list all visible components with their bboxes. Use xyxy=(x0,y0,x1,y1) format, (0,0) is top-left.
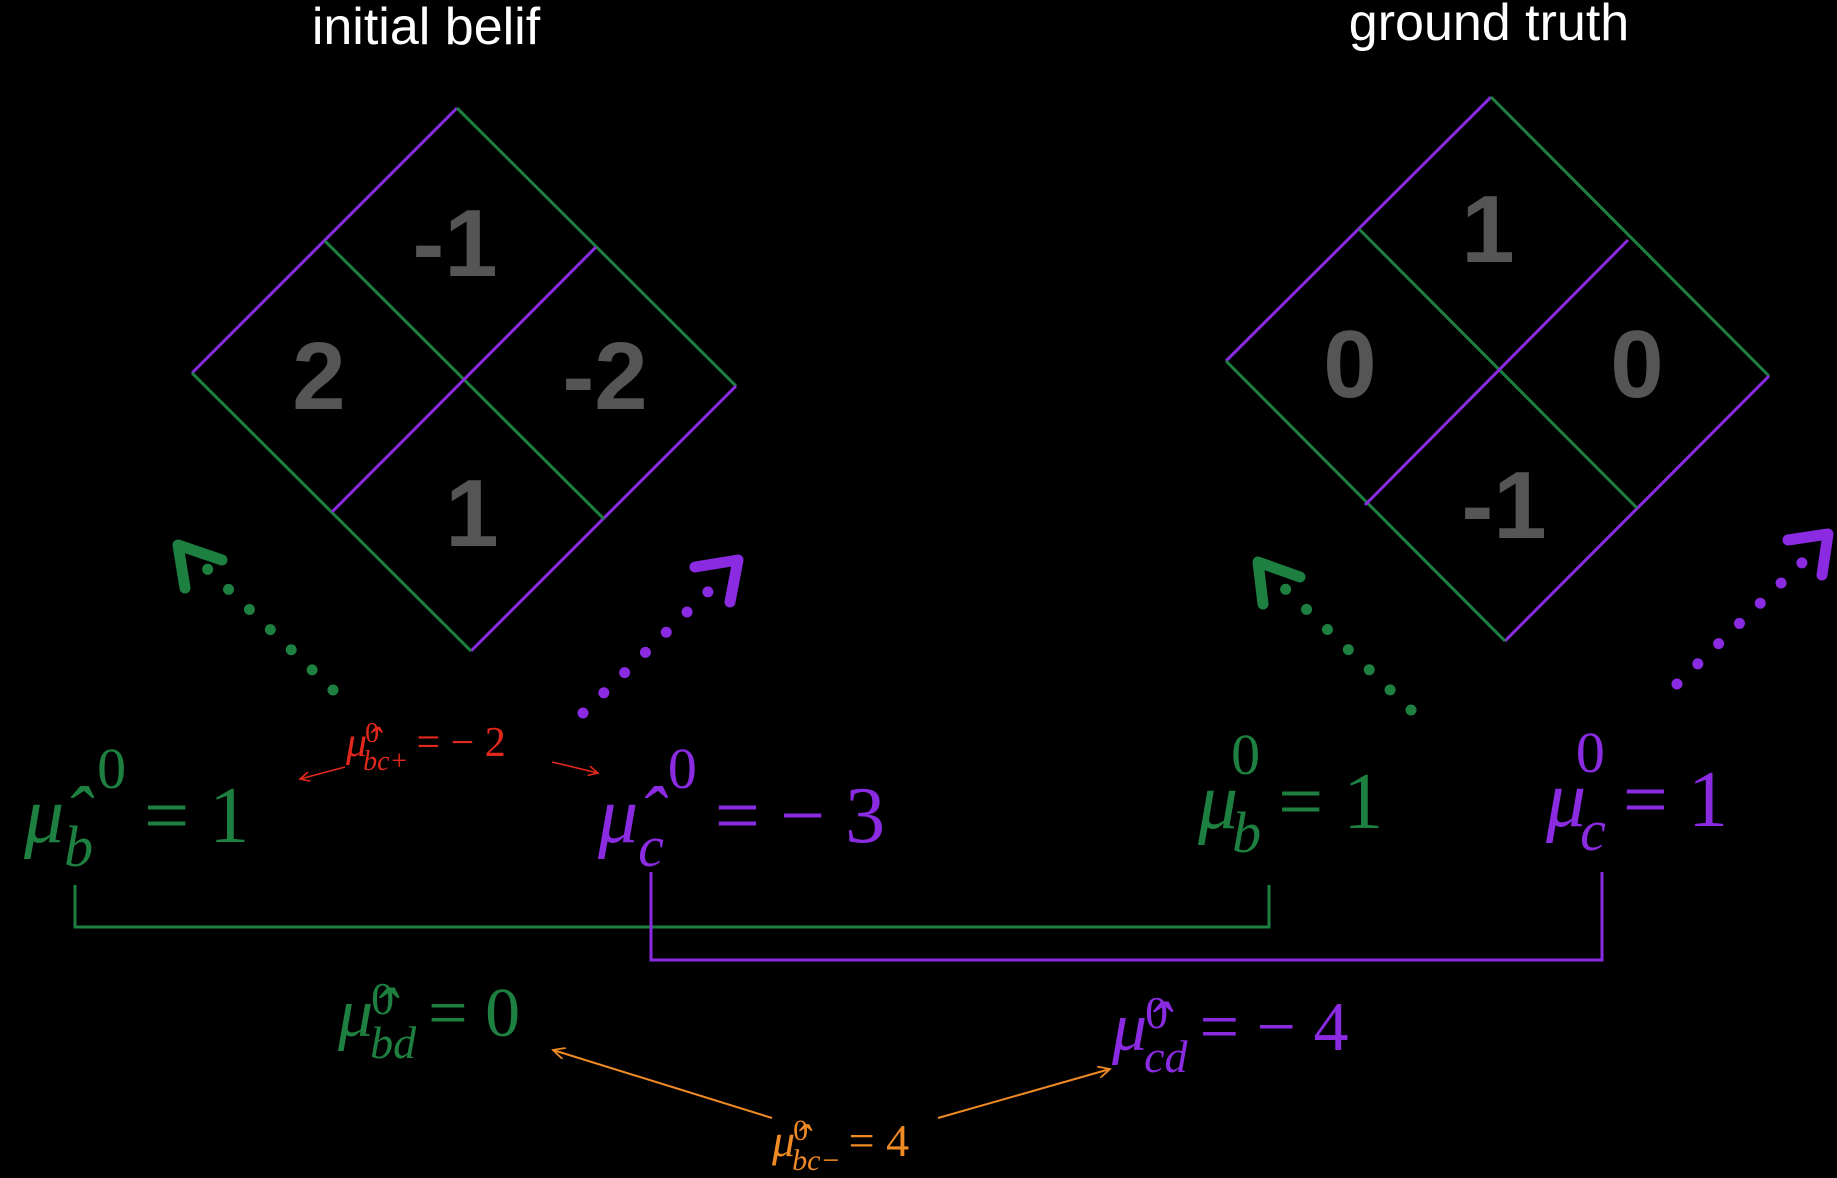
eq-base: μ xyxy=(1197,758,1238,846)
eq-sup: 0 xyxy=(668,736,697,801)
eq-rhs: = 4 xyxy=(849,1115,909,1166)
eq-rhs: = 0 xyxy=(428,975,520,1052)
cell-bottom: -1 xyxy=(1461,452,1546,559)
grid-edge-bottom-left xyxy=(190,371,473,653)
eq-sup: 0 xyxy=(1576,720,1605,785)
orange-arrow-right xyxy=(937,1069,1110,1119)
dotted-arrow-green-right xyxy=(1252,556,1417,716)
grid-edge-bottom-left xyxy=(1224,359,1507,643)
eq-sub: b xyxy=(64,814,93,879)
eq-rhs: = − 4 xyxy=(1200,989,1349,1066)
grid-edge-top-left xyxy=(190,106,459,375)
eq-sub: bc− xyxy=(792,1144,841,1177)
title-ground-truth: ground truth xyxy=(1349,0,1629,52)
eq-sub: bd xyxy=(370,1017,417,1068)
grid-midline-green xyxy=(1357,227,1639,510)
eq-sub: cd xyxy=(1144,1031,1188,1082)
cell-left: 0 xyxy=(1323,311,1376,418)
eq-rhs: = 1 xyxy=(1278,758,1383,846)
grid-midline-purple xyxy=(1363,238,1630,507)
dotted-arrow-green-left xyxy=(172,539,339,696)
eq-sup: 0 xyxy=(371,973,394,1024)
grid-midline-purple xyxy=(330,245,598,514)
grid-edge-top-left xyxy=(1224,95,1493,363)
cell-right: 0 xyxy=(1610,311,1663,418)
equation-mu-c: μc 0 = 1 xyxy=(1545,720,1728,863)
equation-mu-b: μb 0 = 1 xyxy=(1197,722,1383,865)
red-arrow-left xyxy=(300,766,346,779)
eq-sub: bc+ xyxy=(363,746,408,777)
eq-rhs: = 1 xyxy=(144,772,249,860)
cell-top: -1 xyxy=(412,190,497,297)
cell-bottom: 1 xyxy=(445,460,498,567)
eq-rhs: = − 2 xyxy=(416,720,505,766)
eq-sup: 0 xyxy=(1231,722,1260,787)
eq-sub: c xyxy=(638,814,664,879)
dotted-arrow-purple-left xyxy=(577,554,744,719)
eq-sup: 0 xyxy=(365,718,379,749)
grid-ground-truth xyxy=(1224,95,1771,643)
orange-arrow-left xyxy=(553,1050,773,1119)
eq-sup: 0 xyxy=(97,736,126,801)
bracket-green xyxy=(73,885,1271,929)
dotted-arrow-purple-right xyxy=(1671,528,1834,690)
equation-mu-c-hat: μ̂c0= − 3 xyxy=(597,736,885,879)
grid-edge-top-right xyxy=(1489,95,1771,378)
red-arrow-right xyxy=(551,761,598,773)
equation-mu-b-hat: μ̂b0= 1 xyxy=(23,736,249,879)
eq-rhs: = 1 xyxy=(1623,756,1728,844)
eq-base: μ xyxy=(1545,756,1586,844)
eq-sup: 0 xyxy=(1145,987,1168,1038)
grid-initial-belief xyxy=(190,106,738,653)
eq-rhs: = − 3 xyxy=(715,772,885,860)
eq-sub: b xyxy=(1232,800,1261,865)
grid-edge-bottom-right xyxy=(1503,374,1771,643)
cell-left: 2 xyxy=(292,323,345,430)
cell-top: 1 xyxy=(1461,176,1514,283)
grid-edge-top-right xyxy=(455,106,738,388)
eq-sub: c xyxy=(1580,798,1606,863)
eq-sup: 0 xyxy=(793,1114,808,1147)
cell-right: -2 xyxy=(562,323,647,430)
bracket-purple xyxy=(649,872,1604,962)
title-initial-belief: initial belif xyxy=(312,0,541,56)
